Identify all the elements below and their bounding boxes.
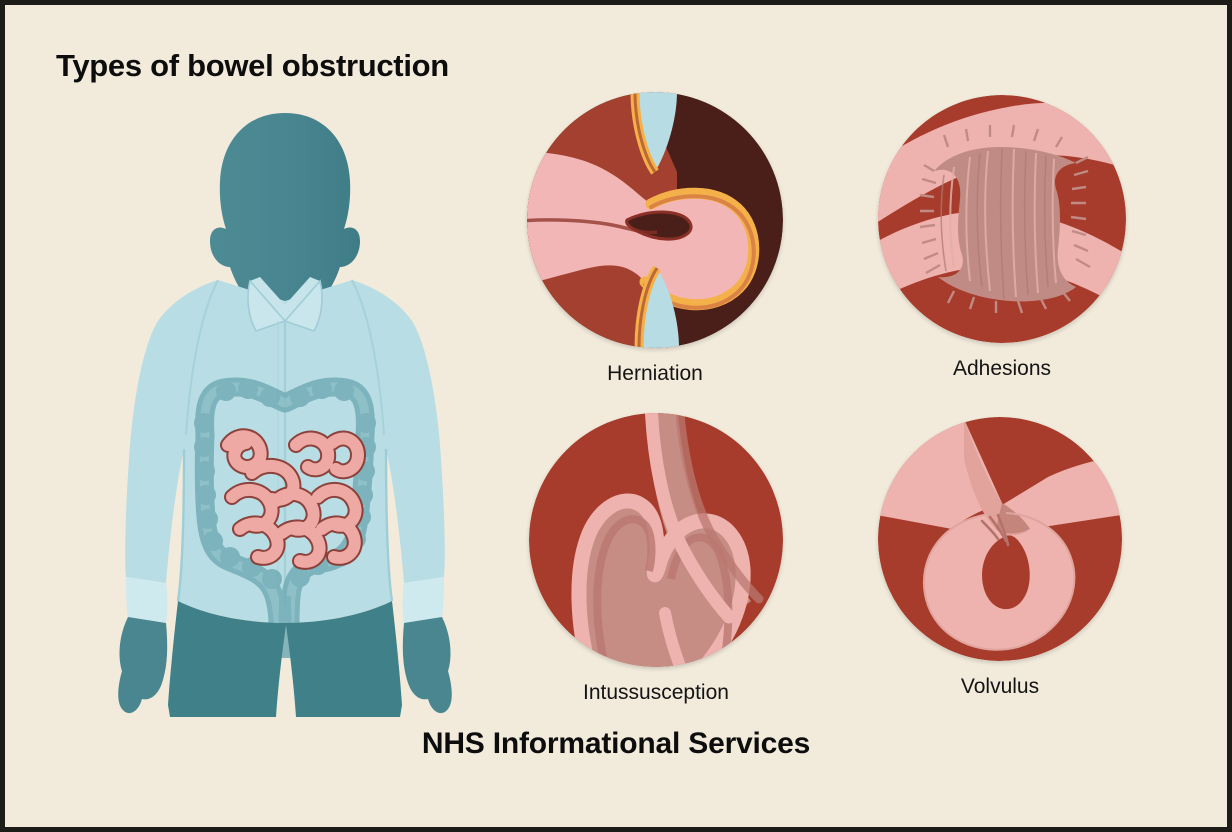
trousers xyxy=(168,601,402,717)
hands xyxy=(118,617,452,714)
shirt xyxy=(125,277,445,623)
panel-adhesions[interactable]: Adhesions xyxy=(878,95,1126,381)
small-intestine xyxy=(220,428,366,570)
panel-volvulus[interactable]: Volvulus xyxy=(878,417,1122,699)
panel-label-herniation: Herniation xyxy=(607,362,703,385)
panel-label-volvulus: Volvulus xyxy=(960,675,1040,698)
intussusception-illustration xyxy=(529,413,783,667)
volvulus-illustration xyxy=(878,417,1122,661)
panel-label-adhesions: Adhesions xyxy=(952,357,1052,380)
panel-intussusception[interactable]: Intussusception xyxy=(529,413,783,705)
panel-herniation[interactable]: Herniation xyxy=(527,92,783,386)
footer-caption: NHS Informational Services xyxy=(421,727,811,760)
panel-label-intussusception: Intussusception xyxy=(583,681,729,704)
human-body-illustration xyxy=(100,105,470,725)
page-title: Types of bowel obstruction xyxy=(56,48,449,83)
adhesions-illustration xyxy=(878,95,1126,343)
herniation-illustration xyxy=(527,92,783,348)
